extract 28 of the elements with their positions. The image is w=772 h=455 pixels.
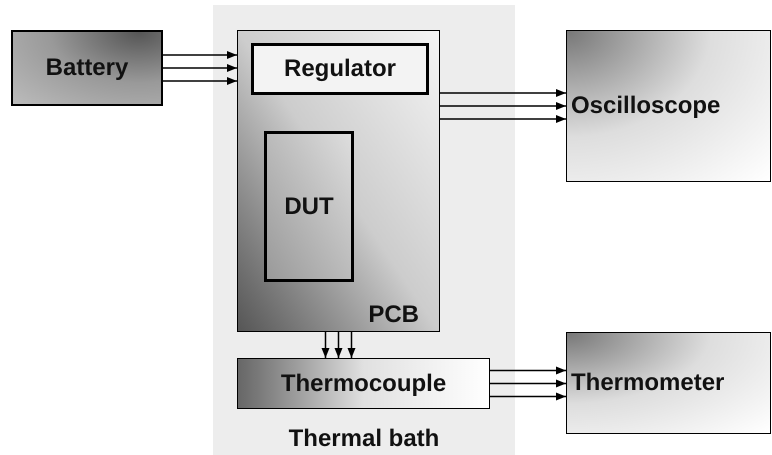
node-label: Thermal bath (288, 427, 440, 451)
arrow (163, 64, 237, 72)
arrow (490, 366, 566, 374)
device-box (264, 131, 354, 282)
arrow (163, 51, 237, 59)
regulator-box (251, 43, 429, 95)
sensor-box (237, 358, 490, 409)
bath-region (213, 5, 515, 455)
arrow (334, 332, 342, 358)
node-label: DUT (284, 194, 334, 218)
arrow (348, 332, 356, 358)
arrow (490, 392, 566, 400)
arrow (322, 332, 330, 358)
arrow (440, 102, 566, 110)
battery-box (11, 30, 163, 106)
node-label: Battery (46, 56, 128, 80)
arrow (163, 77, 237, 85)
arrow (440, 115, 566, 123)
node-label: Oscilloscope (571, 94, 720, 118)
arrow (490, 380, 566, 388)
node-label: Thermocouple (280, 372, 446, 396)
arrow (440, 89, 566, 97)
node-label: PCB (368, 303, 419, 327)
instrument-box (566, 30, 771, 182)
instrument-box (566, 332, 771, 434)
board-box (237, 30, 440, 332)
node-label: Regulator (284, 57, 396, 81)
node-label: Thermometer (571, 371, 724, 395)
